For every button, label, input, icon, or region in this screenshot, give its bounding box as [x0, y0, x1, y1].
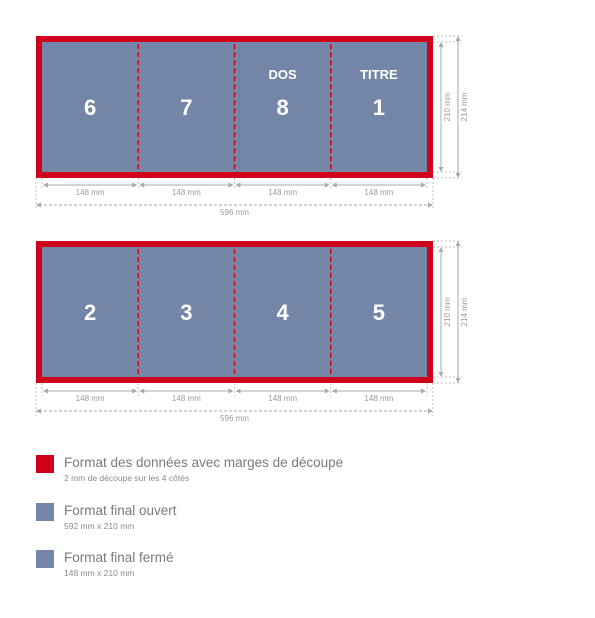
panel-width-arrow-head — [228, 388, 234, 394]
panel-width-arrow-head — [228, 182, 234, 188]
height-label: 210 mm — [443, 92, 452, 121]
panel-width-arrow-head — [139, 182, 145, 188]
panel-number: 2 — [84, 300, 96, 325]
panel-width-label: 148 mm — [76, 188, 105, 197]
panel-width-arrow-head — [324, 388, 330, 394]
panel-width-arrow-head — [43, 182, 48, 188]
panel-label: TITRE — [360, 67, 398, 82]
panel-width-label: 148 mm — [172, 188, 201, 197]
panel-width-arrow-head — [132, 388, 138, 394]
panel-width-label: 148 mm — [268, 394, 297, 403]
bleed-height-label: 214 mm — [460, 92, 469, 121]
height-arrow-head — [438, 167, 444, 172]
total-width-label: 596 mm — [220, 414, 249, 423]
legend-title: Format final ouvert — [64, 503, 177, 518]
bleed-height-arrow-head — [455, 378, 461, 383]
legend-subtitle: 592 mm x 210 mm — [64, 521, 135, 531]
height-label: 210 mm — [443, 297, 452, 326]
legend-subtitle: 148 mm x 210 mm — [64, 568, 135, 578]
panel-width-arrow-head — [132, 182, 138, 188]
legend-title: Format final fermé — [64, 550, 174, 565]
panel-width-arrow-head — [235, 182, 241, 188]
height-arrow-head — [438, 42, 444, 47]
total-width-label: 596 mm — [220, 208, 249, 217]
panel-label: DOS — [269, 67, 298, 82]
final-format-swatch — [36, 503, 54, 521]
panel-number: 3 — [180, 300, 192, 325]
panel-width-arrow-head — [331, 182, 337, 188]
panel-width-label: 148 mm — [364, 188, 393, 197]
panel-width-arrow-head — [43, 388, 48, 394]
panel-width-arrow-head — [421, 388, 426, 394]
final-format-swatch — [36, 550, 54, 568]
height-arrow-head — [438, 247, 444, 252]
panel-width-arrow-head — [139, 388, 145, 394]
bleed-height-arrow-head — [455, 173, 461, 178]
panel-width-label: 148 mm — [76, 394, 105, 403]
total-width-arrow-head — [36, 408, 41, 414]
bleed-swatch — [36, 455, 54, 473]
panel-width-arrow-head — [331, 388, 337, 394]
bleed-height-arrow-head — [455, 36, 461, 41]
panel-number: 1 — [373, 95, 385, 120]
total-width-arrow-head — [36, 202, 41, 208]
bleed-height-label: 214 mm — [460, 297, 469, 326]
panel-width-arrow-head — [324, 182, 330, 188]
panel-number: 4 — [277, 300, 290, 325]
panel-width-label: 148 mm — [364, 394, 393, 403]
legend-subtitle: 2 mm de découpe sur les 4 côtés — [64, 473, 190, 483]
height-arrow-head — [438, 372, 444, 377]
panel-width-arrow-head — [235, 388, 241, 394]
bleed-height-arrow-head — [455, 241, 461, 246]
panel-number: 8 — [277, 95, 289, 120]
panel-width-label: 148 mm — [172, 394, 201, 403]
panel-width-label: 148 mm — [268, 188, 297, 197]
panel-number: 7 — [180, 95, 192, 120]
panel-number: 5 — [373, 300, 385, 325]
total-width-arrow-head — [428, 408, 433, 414]
legend-title: Format des données avec marges de découp… — [64, 455, 344, 470]
panel-width-arrow-head — [421, 182, 426, 188]
total-width-arrow-head — [428, 202, 433, 208]
panel-number: 6 — [84, 95, 96, 120]
